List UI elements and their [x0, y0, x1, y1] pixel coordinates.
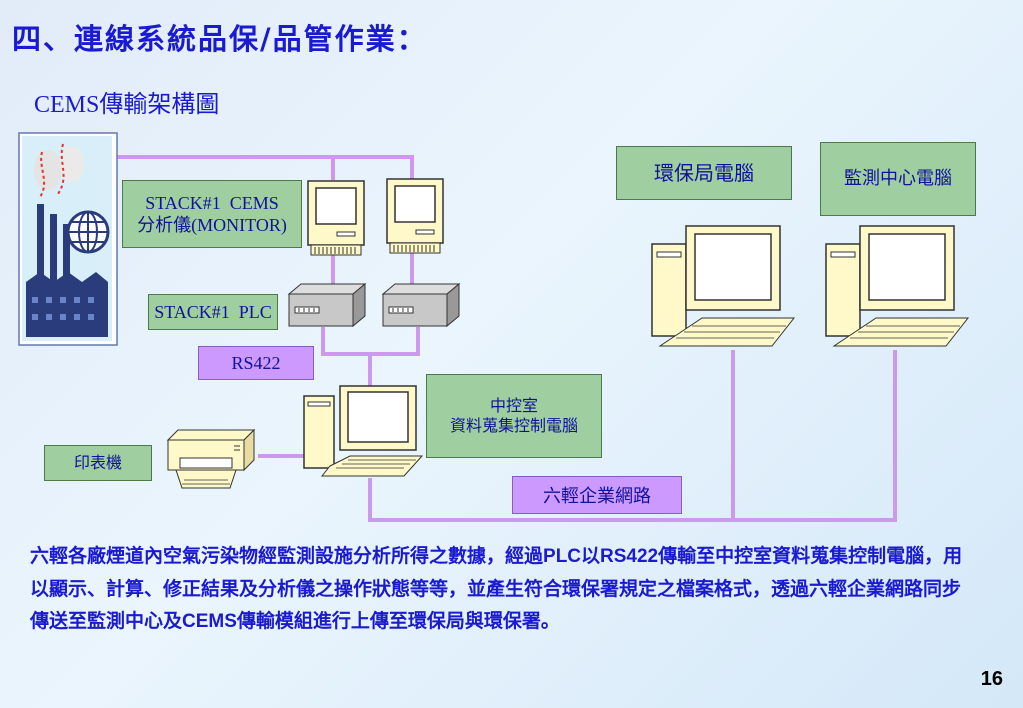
rs422-label: RS422	[198, 346, 314, 380]
factory-globe-icon	[18, 132, 118, 346]
plc-unit-icon	[287, 282, 367, 328]
printer-label: 印表機	[44, 445, 152, 481]
monitoring-center-computer-icon	[825, 225, 970, 347]
monitoring-center-computer-label: 監測中心電腦	[820, 142, 976, 216]
description-cems: CEMS	[182, 611, 237, 632]
description-rs422: RS422	[600, 546, 659, 567]
epa-computer-icon	[651, 225, 796, 347]
stack-cems-analyzer-box: STACK#1 CEMS 分析儀(MONITOR)	[122, 180, 302, 248]
description-part1: 六輕各廠煙道內空氣污染物經監測設施分析所得之數據，經過	[30, 545, 544, 567]
central-control-computer-box: 中控室 資料蒐集控制電腦	[426, 374, 602, 458]
printer-icon	[166, 428, 256, 489]
analyzer-monitor-icon	[386, 178, 444, 254]
plc-unit-icon	[381, 282, 461, 328]
central-line1: 中控室	[489, 396, 538, 415]
network-label: 六輕企業網路	[512, 476, 682, 514]
page-number: 16	[980, 668, 1003, 690]
description-plc: PLC	[543, 546, 582, 567]
description-part3: 傳輸至中控室資料蒐集控制電腦，用以顯示、計算、修正結果及分析儀之操作狀態等等，並…	[30, 545, 963, 632]
stack-plc-box: STACK#1 PLC	[148, 294, 278, 330]
slide-title: 四、連線系統品保/品管作業：	[12, 22, 428, 56]
stack-cems-line2: 分析儀(MONITOR)	[137, 215, 287, 235]
diagram-subtitle: CEMS傳輸架構圖	[34, 92, 220, 118]
stack-cems-line1: STACK#1 CEMS	[145, 192, 279, 213]
description-part4: 傳輸模組進行上傳至環保局與環保署。	[236, 610, 560, 632]
central-computer-icon	[303, 385, 424, 477]
epa-computer-label: 環保局電腦	[616, 146, 792, 200]
central-line2: 資料蒐集控制電腦	[449, 416, 578, 435]
description-part2: 以	[581, 545, 601, 567]
analyzer-monitor-icon	[307, 180, 365, 256]
description-paragraph: 六輕各廠煙道內空氣污染物經監測設施分析所得之數據，經過PLC以RS422傳輸至中…	[30, 540, 975, 638]
